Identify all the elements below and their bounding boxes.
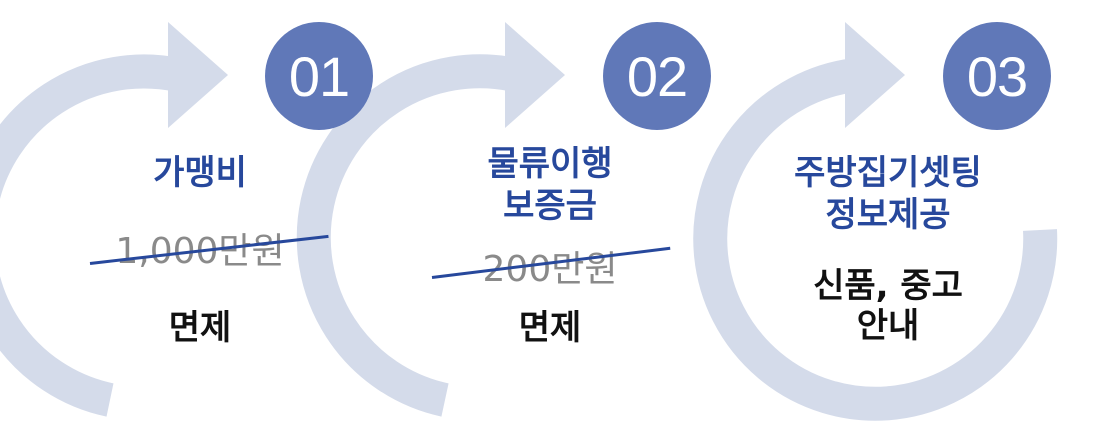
step-2: 02 물류이행 보증금 200만원 면제 [385, 0, 715, 431]
step-note-line: 안내 [856, 306, 920, 346]
step-title: 물류이행 보증금 [385, 143, 715, 227]
step-note-line: 면제 [518, 308, 582, 348]
step-title-line: 보증금 [503, 186, 597, 226]
step-3: 03 주방집기셋팅 정보제공 신품, 중고 안내 [723, 0, 1053, 431]
step-note-line: 면제 [168, 308, 232, 348]
step-title-line: 가맹비 [153, 153, 247, 193]
step-number-badge: 02 [603, 22, 711, 130]
step-title-line: 주방집기셋팅 [794, 153, 982, 193]
step-number-badge: 03 [943, 22, 1051, 130]
step-note: 면제 [35, 308, 365, 348]
step-title-line: 정보제공 [825, 195, 951, 235]
step-3-arrow-icon [693, 22, 1058, 421]
step-title-line: 물류이행 [487, 144, 613, 184]
step-title: 가맹비 [35, 152, 365, 194]
step-1: 01 가맹비 1,000만원 면제 [35, 0, 373, 431]
step-note-line: 신품, 중고 [813, 266, 963, 306]
step-number-badge: 01 [265, 22, 373, 130]
step-title: 주방집기셋팅 정보제공 [723, 152, 1053, 236]
original-price: 200만원 [482, 249, 618, 290]
step-note: 면제 [385, 308, 715, 348]
step-2-arrow-icon [296, 22, 565, 417]
step-note: 신품, 중고 안내 [723, 266, 1053, 346]
step-1-arrow-icon [0, 22, 228, 417]
